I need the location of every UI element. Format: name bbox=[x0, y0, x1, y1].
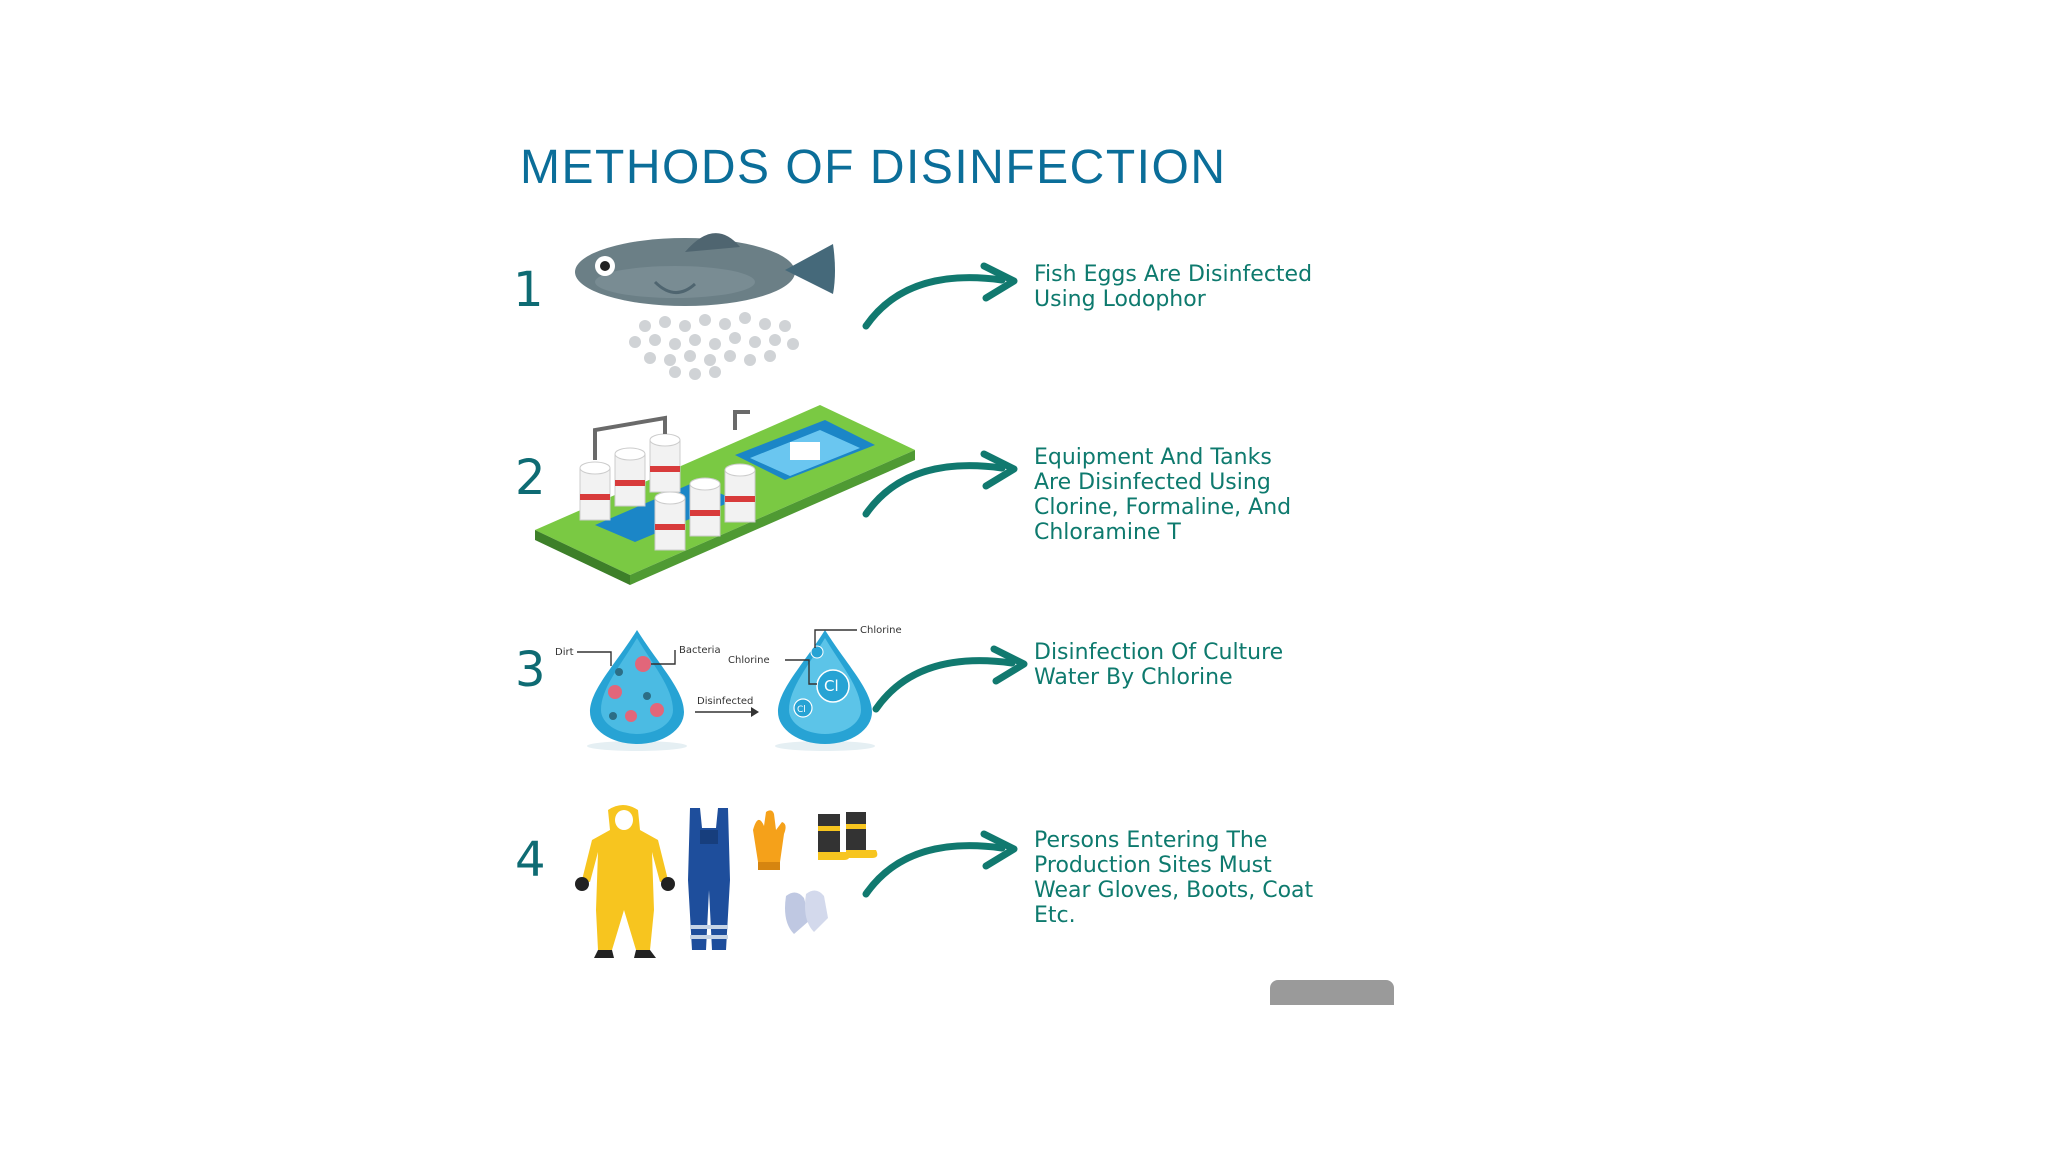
arrow-icon bbox=[872, 645, 1028, 713]
step-4-number: 4 bbox=[515, 832, 546, 888]
step-1-number: 1 bbox=[513, 262, 544, 318]
arrow-icon bbox=[862, 262, 1018, 330]
step-3-number: 3 bbox=[515, 642, 546, 698]
page-title: METHODS OF DISINFECTION bbox=[520, 141, 1227, 194]
step-3-text: Disinfection Of Culture Water By Chlorin… bbox=[1034, 640, 1284, 690]
scroll-handle[interactable] bbox=[1270, 980, 1394, 1005]
treatment-plant-icon bbox=[535, 405, 915, 585]
step-2-number: 2 bbox=[515, 450, 546, 506]
label-chlorine-left: Chlorine bbox=[728, 655, 770, 666]
label-chlorine-top: Chlorine bbox=[860, 625, 902, 636]
water-drops-icon: Cl Cl Dirt Bacteria Chlorine Disinfected… bbox=[555, 625, 902, 751]
step-2-text: Equipment And Tanks Are Disinfected Usin… bbox=[1034, 445, 1292, 545]
label-disinfected: Disinfected bbox=[697, 696, 753, 707]
label-dirt: Dirt bbox=[555, 647, 574, 658]
arrow-icon bbox=[862, 830, 1018, 898]
step-4-text: Persons Entering The Production Sites Mu… bbox=[1034, 828, 1314, 928]
step-1-text: Fish Eggs Are Disinfected Using Lodophor bbox=[1034, 262, 1313, 312]
label-cl-small: Cl bbox=[797, 705, 806, 715]
arrow-icon bbox=[862, 450, 1018, 518]
protective-gear-icon bbox=[575, 805, 878, 958]
fish-eggs-icon bbox=[575, 233, 835, 380]
label-cl-big: Cl bbox=[824, 677, 839, 695]
label-bacteria: Bacteria bbox=[679, 645, 721, 656]
